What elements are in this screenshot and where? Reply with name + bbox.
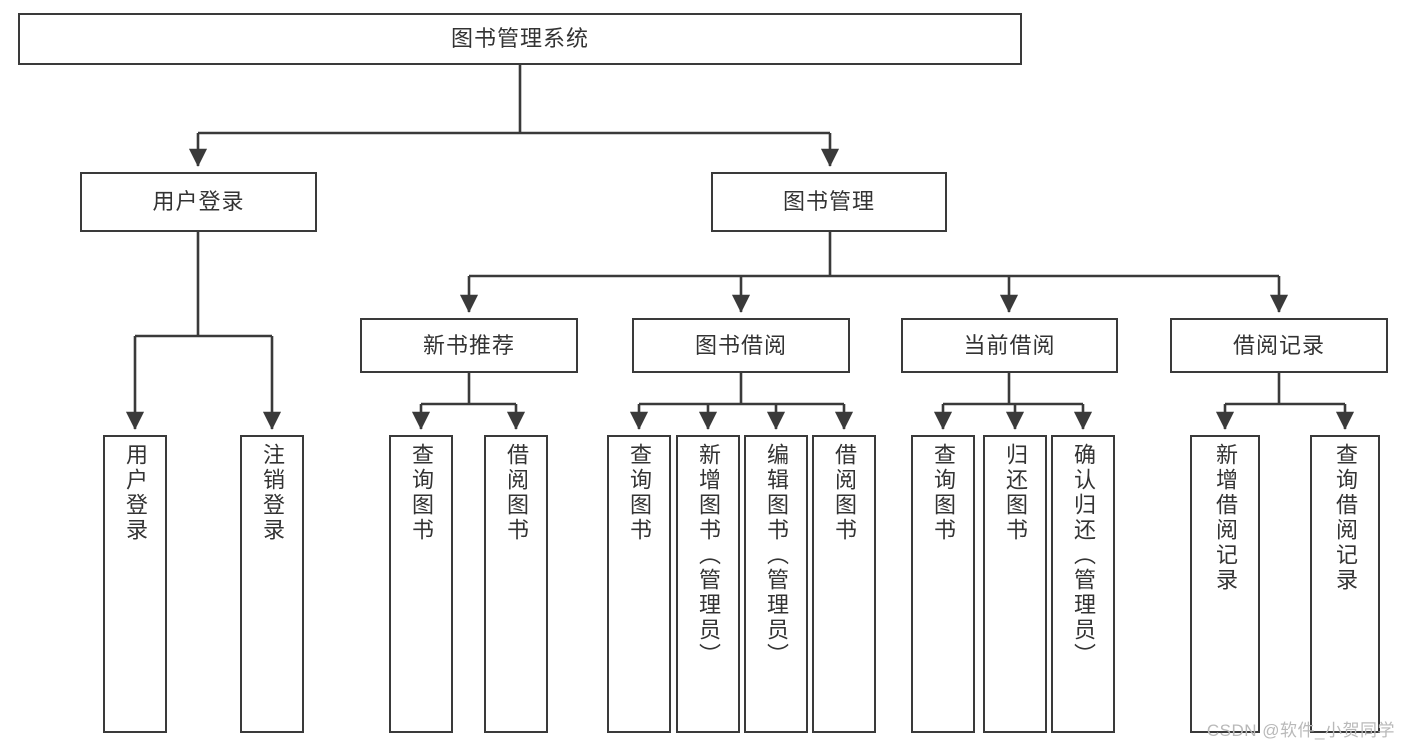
node-leaf-confirm-return-label: 确认归还（管理员）	[1071, 443, 1096, 668]
node-borrow-record-label: 借阅记录	[1232, 332, 1325, 358]
node-leaf-query-record[interactable]: 查询借阅记录	[1310, 435, 1380, 733]
node-leaf-borrow-book-2-label: 借阅图书	[832, 443, 857, 543]
node-current-borrow-label: 当前借阅	[963, 332, 1056, 358]
node-root-label: 图书管理系统	[450, 26, 589, 52]
node-leaf-edit-book-label: 编辑图书（管理员）	[764, 443, 789, 668]
node-leaf-borrow-book-2[interactable]: 借阅图书	[812, 435, 876, 733]
node-book-borrow-label: 图书借阅	[694, 332, 787, 358]
node-leaf-return-book-label: 归还图书	[1003, 443, 1028, 543]
node-leaf-query-record-label: 查询借阅记录	[1333, 443, 1358, 593]
node-leaf-add-record-label: 新增借阅记录	[1213, 443, 1238, 593]
node-leaf-add-record[interactable]: 新增借阅记录	[1190, 435, 1260, 733]
node-leaf-edit-book[interactable]: 编辑图书（管理员）	[744, 435, 808, 733]
node-leaf-query-book-3-label: 查询图书	[931, 443, 956, 543]
node-leaf-query-book-3[interactable]: 查询图书	[911, 435, 975, 733]
node-borrow-record[interactable]: 借阅记录	[1170, 318, 1388, 373]
node-leaf-query-book-1-label: 查询图书	[409, 443, 434, 543]
node-leaf-add-book-label: 新增图书（管理员）	[696, 443, 721, 668]
node-leaf-user-login[interactable]: 用户登录	[103, 435, 167, 733]
node-user-login[interactable]: 用户登录	[80, 172, 317, 232]
node-leaf-query-book-1[interactable]: 查询图书	[389, 435, 453, 733]
node-book-borrow[interactable]: 图书借阅	[632, 318, 850, 373]
node-book-manage-label: 图书管理	[782, 189, 875, 215]
node-current-borrow[interactable]: 当前借阅	[901, 318, 1118, 373]
node-leaf-query-book-2-label: 查询图书	[627, 443, 652, 543]
node-new-book-recommend-label: 新书推荐	[422, 332, 515, 358]
node-root[interactable]: 图书管理系统	[18, 13, 1022, 65]
node-user-login-label: 用户登录	[152, 189, 245, 215]
node-leaf-confirm-return[interactable]: 确认归还（管理员）	[1051, 435, 1115, 733]
node-leaf-borrow-book-1[interactable]: 借阅图书	[484, 435, 548, 733]
csdn-watermark: CSDN @软件_小贺同学	[1206, 721, 1395, 740]
node-leaf-user-logout-label: 注销登录	[260, 443, 285, 543]
node-leaf-user-login-label: 用户登录	[123, 443, 148, 543]
node-leaf-borrow-book-1-label: 借阅图书	[504, 443, 529, 543]
node-leaf-user-logout[interactable]: 注销登录	[240, 435, 304, 733]
node-book-manage[interactable]: 图书管理	[711, 172, 947, 232]
node-leaf-query-book-2[interactable]: 查询图书	[607, 435, 671, 733]
node-leaf-return-book[interactable]: 归还图书	[983, 435, 1047, 733]
node-leaf-add-book[interactable]: 新增图书（管理员）	[676, 435, 740, 733]
node-new-book-recommend[interactable]: 新书推荐	[360, 318, 578, 373]
